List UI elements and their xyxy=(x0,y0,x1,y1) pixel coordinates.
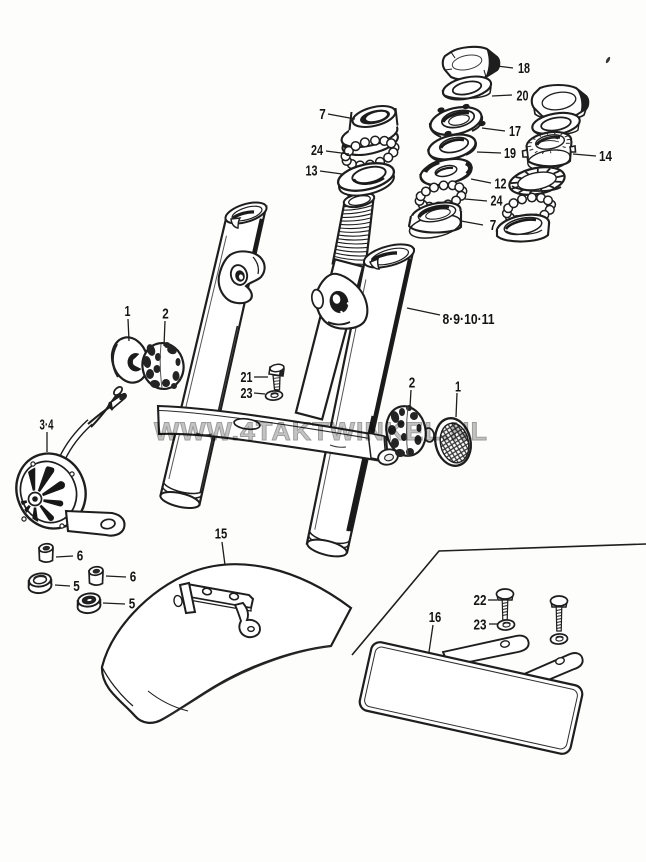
svg-text:24: 24 xyxy=(491,194,503,210)
svg-text:20: 20 xyxy=(517,89,529,105)
svg-text:WWW.4TAKTWINKEL.NL: WWW.4TAKTWINKEL.NL xyxy=(154,418,488,446)
svg-text:12: 12 xyxy=(495,177,507,193)
svg-text:6: 6 xyxy=(77,549,84,565)
svg-text:5: 5 xyxy=(129,597,136,613)
svg-text:23: 23 xyxy=(474,618,487,634)
svg-text:23: 23 xyxy=(241,386,253,402)
svg-text:22: 22 xyxy=(474,593,487,609)
svg-text:8·9·10·11: 8·9·10·11 xyxy=(443,312,495,328)
svg-text:2: 2 xyxy=(162,307,169,323)
svg-text:5: 5 xyxy=(73,579,80,595)
svg-text:24: 24 xyxy=(311,143,323,159)
svg-text:2: 2 xyxy=(409,376,416,392)
svg-text:16: 16 xyxy=(429,610,442,626)
svg-text:6: 6 xyxy=(130,570,137,586)
svg-text:7: 7 xyxy=(490,218,497,234)
svg-text:15: 15 xyxy=(215,527,228,543)
svg-text:3·4: 3·4 xyxy=(40,418,54,434)
svg-text:19: 19 xyxy=(504,146,516,162)
svg-text:1: 1 xyxy=(125,304,131,320)
svg-text:7: 7 xyxy=(319,107,326,123)
svg-text:1: 1 xyxy=(455,380,461,396)
svg-text:14: 14 xyxy=(599,149,612,165)
svg-text:13: 13 xyxy=(306,164,318,180)
svg-text:17: 17 xyxy=(509,124,521,140)
svg-text:21: 21 xyxy=(241,370,253,386)
svg-text:18: 18 xyxy=(518,61,530,77)
